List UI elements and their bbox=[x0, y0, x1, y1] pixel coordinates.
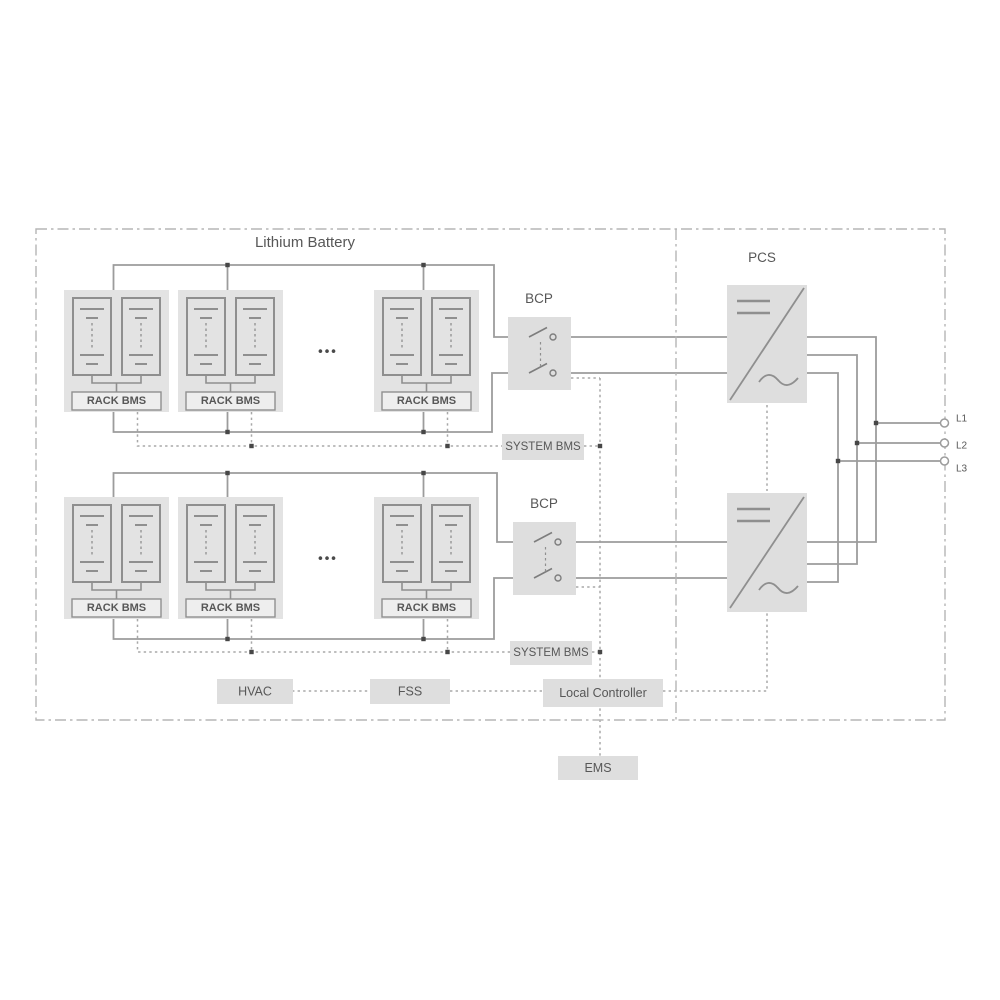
grid-terminals: L1 L2 L3 bbox=[939, 414, 968, 475]
enclosure bbox=[35, 228, 946, 721]
rack-bms-label: RACK BMS bbox=[87, 395, 146, 407]
pcs-converter-top: PCS bbox=[727, 250, 807, 403]
pcs-converter-bottom bbox=[727, 493, 807, 612]
ellipsis: ••• bbox=[318, 344, 338, 359]
fss-label: FSS bbox=[398, 685, 422, 699]
system-bms-label-top: SYSTEM BMS bbox=[505, 441, 581, 453]
system-bms-bus-bottom bbox=[136, 619, 510, 653]
ellipsis: ••• bbox=[318, 551, 338, 566]
dc-bus-bottom-positive bbox=[112, 472, 534, 543]
battery-rack-icon bbox=[64, 497, 169, 619]
bcp-panel-bottom: BCP bbox=[513, 496, 576, 595]
rack-bms-label: RACK BMS bbox=[397, 602, 456, 614]
battery-rack-icon bbox=[178, 497, 283, 619]
system-bms-bus-top bbox=[136, 412, 502, 447]
rack-bms-label: RACK BMS bbox=[87, 602, 146, 614]
bcp-panel-top: BCP bbox=[508, 291, 571, 390]
hvac-label: HVAC bbox=[238, 685, 272, 699]
rack-bms-label: RACK BMS bbox=[201, 602, 260, 614]
battery-rack-icon bbox=[374, 497, 479, 619]
rack-bms-label: RACK BMS bbox=[397, 395, 456, 407]
pcs-bottom-control-link bbox=[663, 612, 768, 692]
battery-racks-bottom: RACK BMS RACK BMS RACK BMS ••• bbox=[64, 497, 479, 619]
breaker-switch-icon bbox=[528, 326, 557, 377]
battery-racks-top: RACK BMS RACK BMS RACK BMS ••• bbox=[64, 290, 479, 412]
battery-rack-icon bbox=[178, 290, 283, 412]
dc-bus-bottom-negative bbox=[112, 577, 534, 640]
battery-rack-icon bbox=[64, 290, 169, 412]
dc-ac-converter-icon bbox=[729, 287, 805, 401]
phase-riser-l1 bbox=[807, 336, 877, 543]
terminal-label-l2: L2 bbox=[956, 441, 968, 452]
junction-dots bbox=[225, 262, 879, 655]
battery-rack-icon bbox=[374, 290, 479, 412]
terminal-label-l1: L1 bbox=[956, 414, 968, 425]
dc-bus-top-positive bbox=[112, 264, 529, 338]
terminal-circle-icon bbox=[939, 456, 950, 466]
power-wires bbox=[112, 264, 941, 640]
terminal-label-l3: L3 bbox=[956, 464, 968, 475]
dc-ac-converter-icon bbox=[729, 496, 805, 609]
system-bms-label-bottom: SYSTEM BMS bbox=[513, 647, 589, 659]
terminal-circle-icon bbox=[939, 418, 950, 428]
breaker-switch-icon bbox=[533, 531, 562, 582]
ems-label: EMS bbox=[584, 761, 611, 775]
phase-riser-l3 bbox=[807, 372, 839, 583]
rack-bms-label: RACK BMS bbox=[201, 395, 260, 407]
dc-bus-top-negative bbox=[112, 372, 529, 433]
label-boxes: SYSTEM BMS SYSTEM BMS HVAC FSS Local Con… bbox=[217, 434, 663, 780]
local-controller-label: Local Controller bbox=[559, 686, 647, 700]
phase-riser-l2 bbox=[807, 354, 858, 565]
bcp-title: BCP bbox=[530, 496, 558, 511]
container-boundary bbox=[35, 228, 946, 721]
terminal-circle-icon bbox=[939, 438, 950, 448]
pcs-title: PCS bbox=[748, 250, 776, 265]
control-wires bbox=[136, 377, 768, 756]
bcp-title: BCP bbox=[525, 291, 553, 306]
battery-section-title: Lithium Battery bbox=[255, 234, 356, 251]
